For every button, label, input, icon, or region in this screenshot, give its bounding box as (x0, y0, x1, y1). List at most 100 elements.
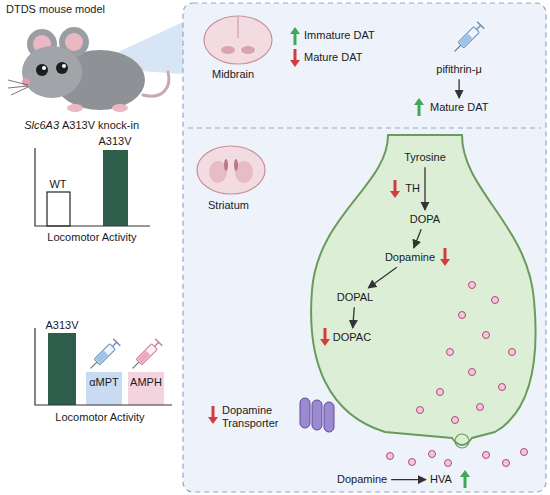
pathway-arrow (424, 167, 425, 210)
mouse-foot (112, 104, 128, 112)
pathway-node: Mature DAT (428, 100, 490, 115)
dopamine-dot (469, 282, 476, 289)
dat-helix (324, 402, 334, 432)
text-label: Locomotor Activity (55, 411, 144, 424)
dopamine-dot (492, 297, 499, 304)
decrease-arrow (440, 248, 450, 266)
brain-region (241, 46, 255, 54)
mouse-illustration (8, 27, 169, 112)
decrease-arrow (390, 180, 400, 198)
pathway-arrow (368, 267, 397, 288)
ventricle (234, 159, 238, 171)
bar-chart (35, 328, 172, 405)
syringe-handle (113, 339, 120, 346)
striatum-slice (197, 146, 265, 194)
pathway-arrow (414, 229, 421, 248)
amph-bar (128, 372, 164, 405)
dopamine-dot (447, 349, 454, 356)
dat-helix (300, 398, 310, 428)
text-label: Dopamine Transporter (222, 404, 292, 430)
text-label: A313V (45, 319, 78, 332)
dashed-panel (183, 3, 546, 492)
syringe-needle (133, 362, 139, 368)
node-text: pifithrin-μ (436, 63, 481, 76)
dopamine-dot (387, 453, 394, 460)
dopamine-dot (477, 404, 484, 411)
syringe-fluid (138, 351, 151, 364)
pathway-arrow (458, 79, 459, 98)
ventricle (224, 159, 228, 171)
brain-outline (204, 16, 272, 64)
text-label: Slc6A3 (24, 119, 59, 132)
fusing-vesicle (455, 434, 469, 448)
text-label: Striatum (208, 199, 249, 212)
mouse-head (22, 46, 82, 98)
text-label: WT (49, 178, 66, 191)
bar-chart (35, 148, 150, 226)
dat-helix (312, 400, 322, 430)
text-label: A313V (98, 135, 131, 148)
dopamine-dot (409, 459, 416, 466)
increase-arrow (290, 27, 300, 45)
syringe-handle (155, 339, 162, 346)
pathway-node: Dopamine (335, 472, 389, 487)
text-label: Mature DAT (304, 51, 362, 64)
node-text: DOPAL (337, 291, 373, 304)
dopamine-dot (469, 369, 476, 376)
text-label: DTDS mouse model (6, 3, 105, 16)
mouse-tail (143, 72, 169, 96)
dopamine-dot (445, 460, 452, 467)
chart-axis (35, 328, 172, 405)
pathway-arrow (391, 479, 426, 480)
syringe-needle (91, 362, 97, 368)
mouse-foot (67, 104, 83, 112)
whisker (8, 86, 28, 88)
syringe-plunger (112, 342, 116, 346)
axon-terminal (311, 135, 536, 445)
node-text: Mature DAT (430, 101, 488, 114)
dopamine-dot (459, 312, 466, 319)
node-text: Dopamine (337, 473, 387, 486)
syringe-needle (455, 45, 461, 51)
dopamine-dot (503, 460, 510, 467)
a313v-bar (48, 333, 76, 405)
text-label: Immature DAT (304, 29, 375, 42)
pathway-node: DOPA (408, 212, 442, 227)
brain-region (221, 46, 235, 54)
wt-bar (47, 192, 70, 226)
syringe-icon (87, 339, 120, 372)
increase-arrow (414, 98, 424, 116)
node-text: DOPAC (333, 331, 371, 344)
dat-protein (300, 398, 334, 432)
pathway-arrow (353, 307, 355, 328)
dopamine-dot (452, 417, 459, 424)
syringe-fluid (460, 34, 473, 47)
dopamine-dot (499, 384, 506, 391)
decrease-arrow (208, 406, 218, 424)
pathway-node: DOPAC (331, 330, 373, 345)
midline (238, 17, 239, 38)
dopamine-dot (437, 389, 444, 396)
dopamine-dot (483, 452, 490, 459)
syringe-barrel (94, 344, 115, 365)
text-label: A313V knock-in (62, 119, 139, 132)
decrease-arrow (290, 49, 300, 67)
syringe-handle (477, 22, 484, 29)
text-label: αMPT (89, 376, 119, 389)
midbrain-slice (204, 16, 272, 64)
chart-axis (35, 148, 150, 226)
pathway-node: Tyrosine (402, 150, 448, 165)
dopamine-dot (483, 332, 490, 339)
panel-divider (188, 127, 541, 128)
dopamine-dot (521, 449, 528, 456)
syringe-plunger (154, 342, 158, 346)
text-label: Locomotor Activity (47, 231, 136, 244)
enzyme-label: TH (405, 182, 420, 195)
syringe-barrel (136, 344, 157, 365)
dopamine-molecules (387, 282, 528, 467)
text-label: Midbrain (212, 68, 254, 81)
node-text: Dopamine (385, 251, 435, 264)
dopamine-dot (417, 407, 424, 414)
eye-highlight (62, 64, 66, 68)
